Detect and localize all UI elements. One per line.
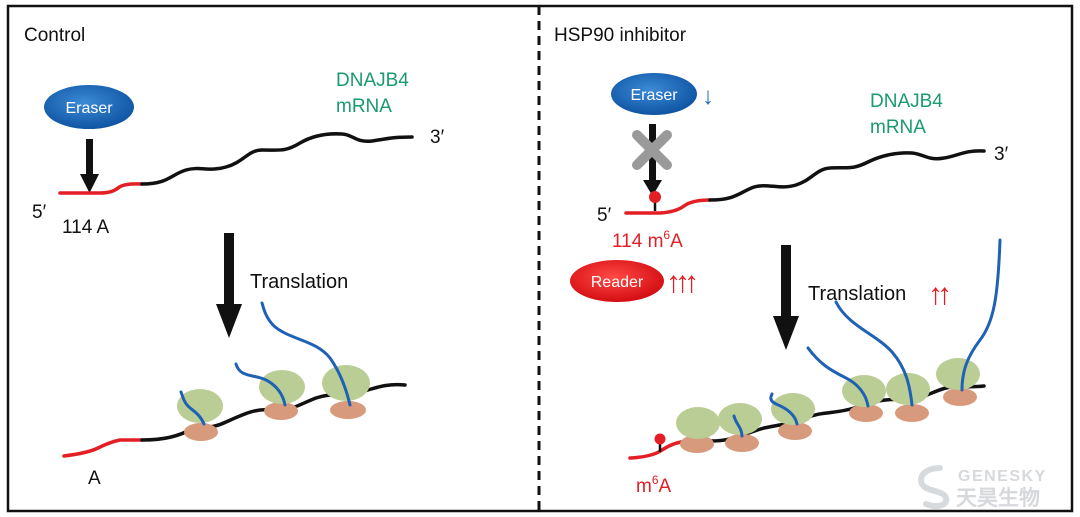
eraser-decrease-arrow: ↓: [702, 83, 714, 110]
genesky-logo-icon: [918, 465, 950, 509]
mrna-label-line2-right: mRNA: [870, 117, 926, 138]
bottom-site-label: A: [88, 468, 101, 489]
nascent-chain: [960, 238, 1002, 392]
ribosome: [769, 392, 815, 440]
ribosome: [676, 407, 720, 453]
ribosome: [936, 238, 1002, 406]
translation-increase-arrows: ↑↑: [928, 278, 949, 311]
translation-label: Translation: [250, 271, 348, 293]
translation-label-right: Translation: [808, 283, 906, 305]
nascent-chain: [806, 346, 870, 408]
m6a-mark-icon-bottom: [654, 433, 666, 452]
ribosome: [177, 389, 223, 441]
three-prime-label-right: 3′: [994, 144, 1009, 165]
mrna-label-line2: mRNA: [336, 96, 392, 117]
five-prime-label-right: 5′: [597, 205, 612, 226]
polysome-right: [628, 238, 1002, 460]
nascent-chain: [769, 392, 799, 426]
bottom-m6a-label: m6A: [636, 473, 672, 497]
eraser-badge-reduced: Eraser: [611, 73, 697, 115]
nascent-chain: [179, 390, 206, 426]
polysome-mrna-5prime: [62, 438, 144, 458]
three-prime-label: 3′: [430, 127, 445, 148]
nascent-chain: [834, 300, 914, 407]
mrna-strand: [58, 132, 414, 195]
polysome: [62, 301, 407, 458]
translation-arrow-right: [773, 245, 799, 350]
watermark-chinese: 天昊生物: [956, 486, 1040, 510]
mrna-label-line1-right: DNAJB4: [870, 91, 943, 112]
mrna-label-line1: DNAJB4: [336, 70, 409, 91]
reader-badge: Reader: [570, 260, 664, 302]
ribosome: [718, 403, 762, 452]
inhibition-cross-icon: [632, 130, 672, 170]
m6a-mark-icon: [649, 191, 661, 211]
ribosome: [234, 362, 305, 420]
site-label-114m6a: 114 m6A: [612, 228, 683, 252]
eraser-label-right: Eraser: [630, 87, 678, 104]
genesky-watermark: GENESKY 天昊生物: [918, 465, 1047, 510]
nascent-chain: [234, 362, 287, 407]
control-title: Control: [24, 25, 85, 46]
ribosome: [260, 301, 370, 419]
hsp90-title: HSP90 inhibitor: [554, 25, 687, 46]
eraser-label: Eraser: [65, 100, 113, 117]
ribosome: [834, 300, 930, 422]
reader-increase-arrows: ↑↑↑: [666, 266, 696, 299]
translation-arrow: [216, 233, 242, 338]
reader-label: Reader: [591, 274, 644, 291]
five-prime-label: 5′: [32, 202, 47, 223]
ribosome: [806, 346, 886, 422]
eraser-badge: Eraser: [44, 85, 134, 129]
control-panel: Control Eraser DNAJB4 mRNA 5′ 3′ 114 A T…: [24, 25, 445, 489]
eraser-arrow: [80, 139, 99, 193]
watermark-latin: GENESKY: [958, 468, 1047, 485]
nascent-chain: [732, 414, 744, 438]
mrna-strand-right: [624, 149, 986, 215]
site-label-114a: 114 A: [62, 217, 110, 238]
nascent-chain: [260, 301, 352, 407]
hsp90-panel: HSP90 inhibitor Eraser ↓ DNAJB4 mRNA 5′: [554, 25, 1009, 497]
